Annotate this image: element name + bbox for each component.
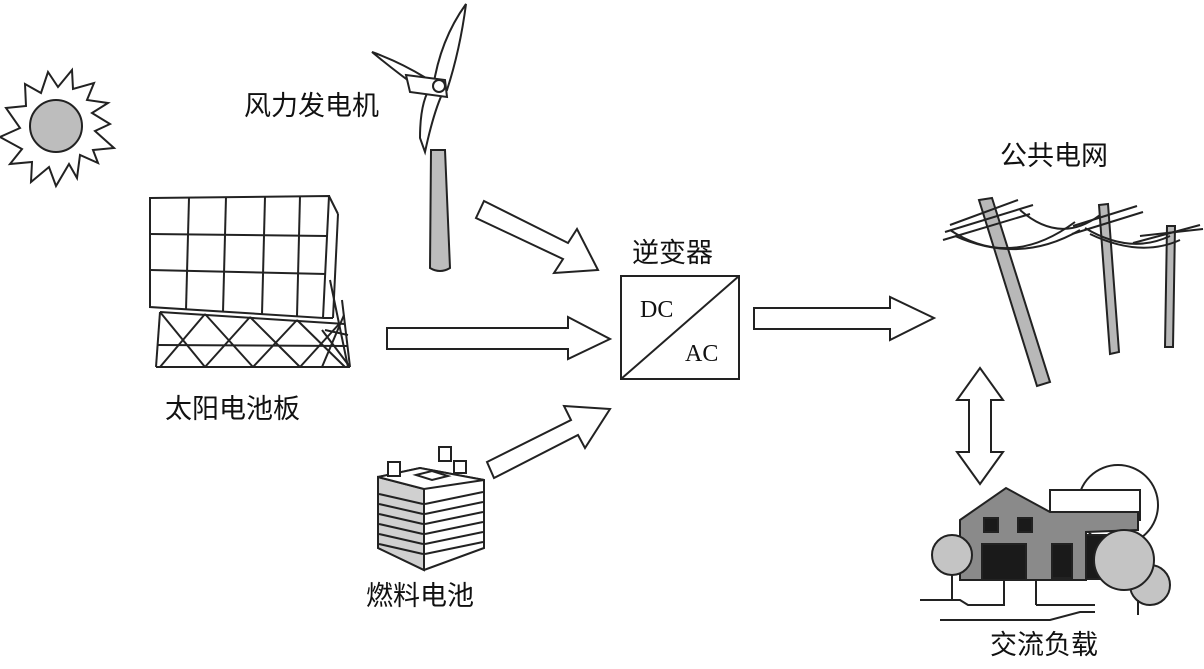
inverter-label: 逆变器 — [632, 238, 713, 269]
arrow-inverter-to-grid — [753, 295, 937, 342]
arrow-fuelcell-to-inverter — [485, 404, 612, 480]
fuel-cell-icon — [377, 446, 485, 572]
arrow-wind-to-inverter — [474, 199, 600, 275]
wind-turbine-icon — [371, 3, 467, 272]
house-icon — [920, 464, 1171, 621]
inverter-ac-text: AC — [685, 341, 719, 367]
sun-icon — [0, 67, 117, 189]
ac-load-label: 交流负载 — [990, 630, 1098, 661]
inverter-box — [620, 275, 740, 380]
inverter-dc-text: DC — [640, 297, 674, 323]
power-grid-icon — [942, 196, 1204, 388]
solar-panel-icon — [149, 194, 351, 368]
public-grid-label: 公共电网 — [1000, 141, 1108, 172]
arrow-grid-load-bidirectional — [955, 366, 1005, 486]
wind-turbine-label: 风力发电机 — [244, 91, 379, 122]
fuel-cell-label: 燃料电池 — [366, 581, 474, 612]
arrow-solar-to-inverter — [386, 315, 613, 361]
solar-panel-label: 太阳电池板 — [165, 394, 300, 425]
